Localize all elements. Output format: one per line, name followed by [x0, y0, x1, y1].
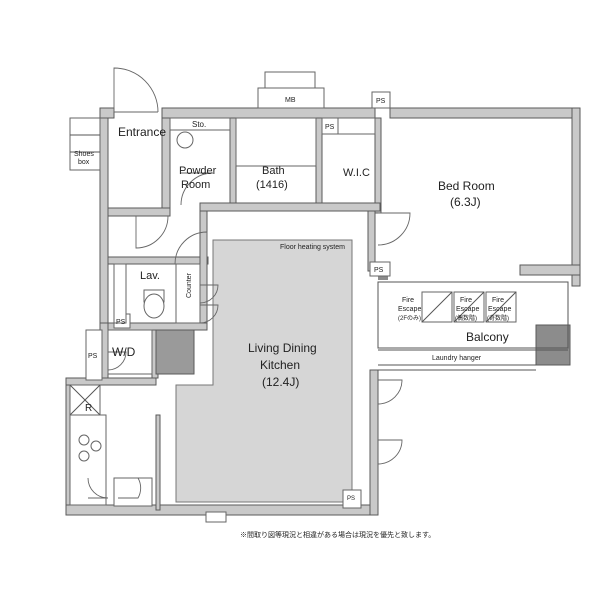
disclaimer-note: ※間取り図等現況と相違がある場合は現況を優先と致します。 — [240, 530, 435, 539]
ps-tag-bed: PS — [374, 267, 384, 274]
storage-fixture — [169, 117, 231, 131]
mb-tag: MB — [285, 97, 296, 104]
mb-box — [257, 71, 325, 109]
lav-counter — [175, 263, 201, 324]
column-wd — [155, 329, 195, 375]
laundry-hanger-label: Laundry hanger — [432, 355, 482, 362]
fire-escape-hatches — [421, 291, 517, 323]
bath-size-label: (1416) — [256, 179, 288, 191]
ps-box-left — [85, 329, 103, 381]
ps-tag-left: PS — [88, 353, 98, 360]
fire-escape-2-line1: Fire — [460, 297, 472, 304]
lav-sink-block — [113, 263, 127, 324]
wic-shelf — [337, 117, 376, 135]
fire-escape-3-line3: (奇数階) — [487, 314, 509, 322]
shoes-box-label-2: box — [78, 159, 90, 166]
fire-escape-1-line1: Fire — [402, 297, 414, 304]
ps-tag-wd: PS — [116, 319, 126, 326]
fire-escape-1-line2: Escape — [398, 306, 421, 313]
lav-label: Lav. — [140, 270, 160, 282]
fire-escape-2-line2: Escape — [456, 306, 479, 313]
powder-room-label-1: Powder — [179, 165, 217, 177]
floor-heating-label: Floor heating system — [280, 244, 345, 251]
ps-tag-wic: PS — [325, 124, 335, 131]
wic-label: W.I.C — [343, 167, 370, 179]
ldk-label-1: Living Dining — [248, 341, 317, 355]
ldk-size-label: (12.4J) — [262, 375, 299, 389]
interior-walls — [65, 117, 382, 511]
sto-label: Sto. — [192, 120, 206, 129]
floor-heating-area — [175, 239, 353, 503]
entrance-door — [113, 67, 159, 113]
kitchen-counter — [69, 414, 153, 507]
bed-room-size-label: (6.3J) — [450, 195, 481, 209]
fridge-label: R — [85, 403, 92, 414]
fire-escape-3-line2: Escape — [488, 306, 511, 313]
balcony-outline — [377, 281, 569, 371]
entrance-label: Entrance — [118, 125, 166, 139]
wd-label: W/D — [112, 345, 136, 359]
bath-label: Bath — [262, 165, 285, 177]
balcony-label: Balcony — [466, 330, 509, 344]
bed-room-label: Bed Room — [438, 179, 495, 193]
powder-room-label-2: Room — [181, 179, 210, 191]
fire-escape-3-line1: Fire — [492, 297, 504, 304]
fire-escape-2-line3: (偶数階) — [455, 314, 477, 322]
ps-box-bottom — [342, 489, 362, 509]
counter-label: Counter — [186, 272, 193, 298]
shoes-box-label-1: Shoes — [74, 151, 94, 158]
ps-tag-top: PS — [376, 98, 386, 105]
ps-box-top — [371, 91, 391, 109]
fire-escape-1-line3: (2Fのみ) — [398, 315, 421, 322]
toilet — [143, 289, 165, 319]
ps-tag-bottom: PS — [347, 496, 355, 502]
shoes-box-fixture — [69, 117, 101, 171]
powder-sink — [176, 131, 194, 149]
ldk-label-2: Kitchen — [260, 358, 300, 372]
interior-doors — [87, 172, 411, 523]
ps-box-bed — [369, 261, 391, 277]
column-balcony-right — [535, 324, 571, 366]
